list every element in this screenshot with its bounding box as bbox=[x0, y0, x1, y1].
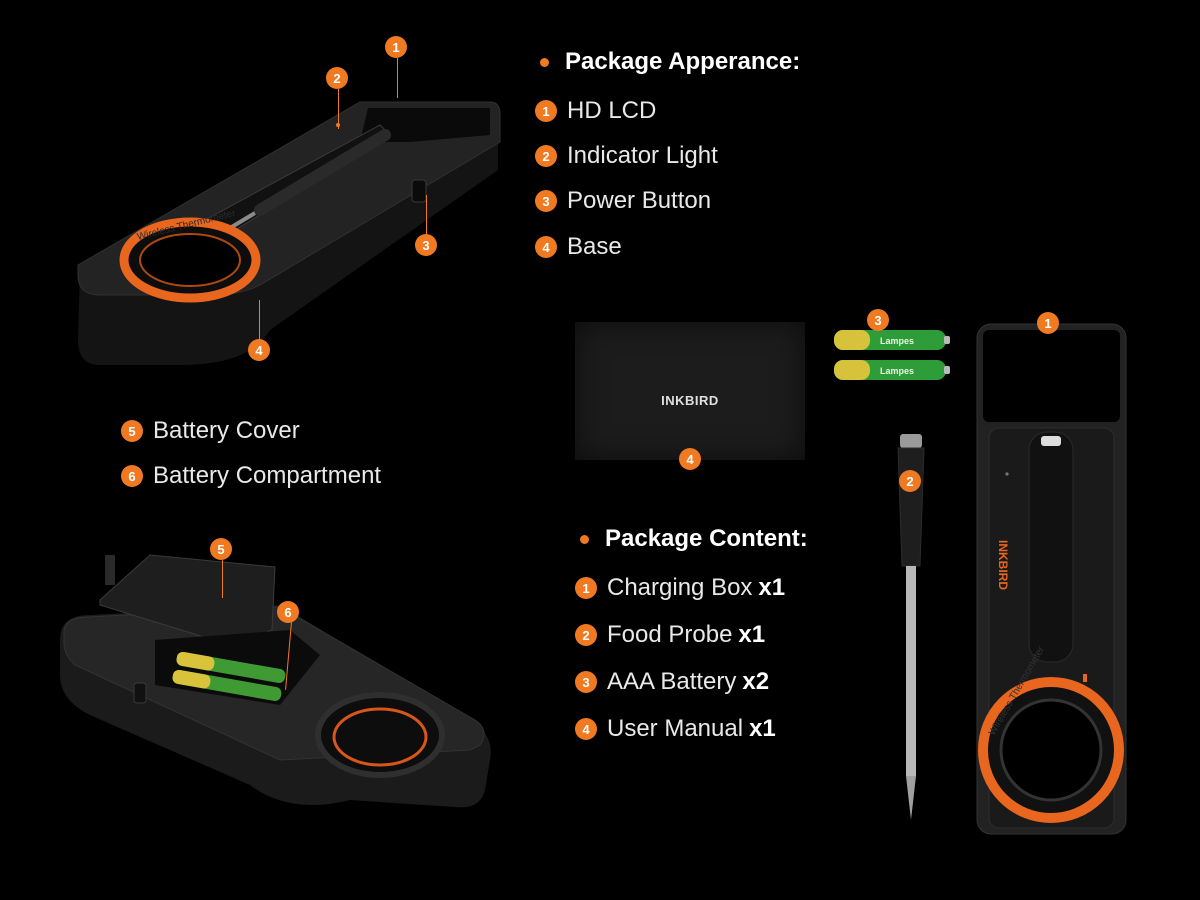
item-number-badge: 3 bbox=[575, 671, 597, 693]
callout-badge: 2 bbox=[326, 67, 348, 89]
callout-badge: 3 bbox=[415, 234, 437, 256]
manual-brand-text: INKBIRD bbox=[661, 393, 719, 408]
appearance-item-label: HD LCD bbox=[567, 97, 657, 124]
callout-badge: 4 bbox=[679, 448, 701, 470]
item-number-badge: 1 bbox=[535, 100, 557, 122]
callout-badge: 3 bbox=[867, 309, 889, 331]
appearance-item-label: Power Button bbox=[567, 187, 712, 214]
content-item-qty: x2 bbox=[742, 668, 770, 695]
content-item-label: AAA Battery bbox=[607, 668, 737, 695]
charging-box-bottom-illustration bbox=[60, 554, 491, 808]
item-number-badge: 5 bbox=[121, 420, 143, 442]
charging-box-front-illustration: INKBIRD bbox=[976, 323, 1127, 835]
bullet-dot bbox=[580, 534, 589, 544]
content-heading: Package Content: bbox=[580, 525, 808, 553]
leader-line bbox=[426, 195, 427, 235]
appearance-item: 2 Indicator Light bbox=[535, 142, 718, 170]
battery-brand-text: Lampes bbox=[880, 336, 914, 346]
battery-part-item: 6 Battery Compartment bbox=[121, 462, 381, 490]
callout-badge: 2 bbox=[899, 470, 921, 492]
item-number-badge: 3 bbox=[535, 190, 557, 212]
appearance-item: 3 Power Button bbox=[535, 187, 711, 215]
content-item-qty: x1 bbox=[758, 574, 786, 601]
box-brand-text: INKBIRD bbox=[996, 540, 1010, 590]
leader-line bbox=[397, 58, 398, 98]
content-item: 3 AAA Battery x2 bbox=[575, 668, 769, 696]
content-heading-text: Package Content: bbox=[605, 525, 808, 552]
charging-box-front: INKBIRD Wireless Thermometer bbox=[975, 322, 1128, 837]
leader-line bbox=[259, 300, 260, 340]
user-manual: INKBIRD bbox=[575, 322, 805, 460]
item-number-badge: 1 bbox=[575, 577, 597, 599]
bullet-dot bbox=[540, 57, 549, 67]
appearance-item: 4 Base bbox=[535, 233, 622, 261]
charging-box-top-illustration: Wireless Thermometer bbox=[77, 101, 501, 365]
content-item: 1 Charging Box x1 bbox=[575, 574, 785, 602]
appearance-item-label: Base bbox=[567, 233, 622, 260]
item-number-badge: 4 bbox=[535, 236, 557, 258]
content-item: 4 User Manual x1 bbox=[575, 715, 776, 743]
content-item: 2 Food Probe x1 bbox=[575, 621, 765, 649]
leader-line bbox=[222, 560, 223, 598]
content-item-label: User Manual bbox=[607, 715, 744, 742]
item-number-badge: 2 bbox=[575, 624, 597, 646]
appearance-item-label: Indicator Light bbox=[567, 142, 718, 169]
callout-badge: 5 bbox=[210, 538, 232, 560]
content-item-label: Food Probe bbox=[607, 621, 733, 648]
charging-box-bottom-view bbox=[50, 545, 510, 820]
callout-badge: 1 bbox=[385, 36, 407, 58]
aaa-batteries-illustration: Lampes Lampes bbox=[834, 330, 950, 380]
battery-part-label: Battery Compartment bbox=[153, 462, 382, 489]
item-number-badge: 4 bbox=[575, 718, 597, 740]
appearance-item: 1 HD LCD bbox=[535, 97, 656, 125]
content-item-qty: x1 bbox=[738, 621, 766, 648]
battery-part-item: 5 Battery Cover bbox=[121, 417, 300, 445]
item-number-badge: 6 bbox=[121, 465, 143, 487]
battery-brand-text: Lampes bbox=[880, 366, 914, 376]
content-item-label: Charging Box bbox=[607, 574, 753, 601]
appearance-heading: Package Apperance: bbox=[540, 48, 800, 76]
callout-badge: 6 bbox=[277, 601, 299, 623]
content-item-qty: x1 bbox=[749, 715, 776, 742]
charging-box-top-view: Wireless Thermometer bbox=[60, 80, 520, 380]
leader-line bbox=[338, 89, 339, 129]
callout-badge: 1 bbox=[1037, 312, 1059, 334]
callout-badge: 4 bbox=[248, 339, 270, 361]
battery-part-label: Battery Cover bbox=[153, 417, 300, 444]
appearance-heading-text: Package Apperance: bbox=[565, 48, 801, 75]
item-number-badge: 2 bbox=[535, 145, 557, 167]
aaa-batteries: Lampes Lampes bbox=[832, 326, 952, 386]
